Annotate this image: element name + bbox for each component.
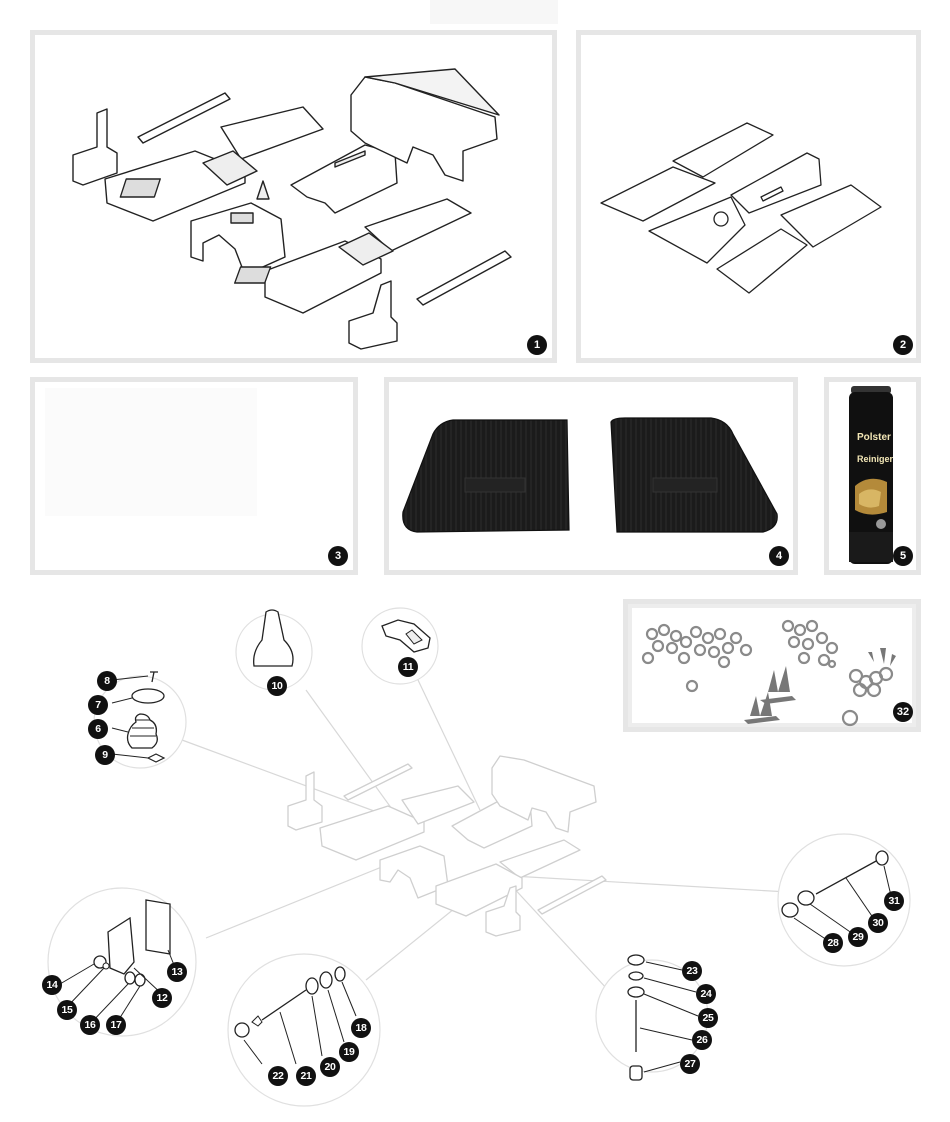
left-mat (402, 419, 570, 533)
callout-17: 17 (106, 1015, 126, 1035)
can-label-line2: Reiniger (857, 454, 894, 464)
callout-22: 22 (268, 1066, 288, 1086)
panel-number-badge: 1 (527, 335, 547, 355)
detail-circle-gear-boot (235, 609, 313, 691)
panel-4-rubber-mats[interactable]: 4 (384, 377, 798, 575)
panel-3-placeholder[interactable]: 3 (30, 377, 358, 575)
callout-26: 26 (692, 1030, 712, 1050)
right-mat (610, 417, 778, 533)
can-label-line1: Polster (857, 432, 891, 443)
callout-20: 20 (320, 1057, 340, 1077)
callout-23: 23 (682, 961, 702, 981)
detail-circle-press-stud (595, 954, 709, 1081)
eyelets-illustration (641, 619, 896, 727)
top-tab (430, 0, 558, 24)
panel-number-badge: 3 (328, 546, 348, 566)
callout-27: 27 (680, 1054, 700, 1074)
carpet-set-illustration (72, 68, 512, 350)
underlay-illustration (600, 122, 882, 294)
photo-area (632, 608, 912, 723)
callout-30: 30 (868, 913, 888, 933)
panel-number-badge: 32 (893, 702, 913, 722)
rubber-mats-illustration (402, 417, 778, 533)
callout-16: 16 (80, 1015, 100, 1035)
callout-25: 25 (698, 1008, 718, 1028)
callout-12: 12 (152, 988, 172, 1008)
callout-21: 21 (296, 1066, 316, 1086)
callout-24: 24 (696, 984, 716, 1004)
panel-number-badge: 5 (893, 546, 913, 566)
callout-15: 15 (57, 1000, 77, 1020)
panel-number-badge: 2 (893, 335, 913, 355)
callout-13: 13 (167, 962, 187, 982)
panel-number-badge: 4 (769, 546, 789, 566)
empty-image-area (45, 388, 257, 516)
panel-2-underlay-set[interactable]: 2 (576, 30, 921, 363)
panel-5-upholstery-cleaner[interactable]: Polster Reiniger 5 (824, 377, 921, 575)
panel-32-eyelets-studs[interactable]: 32 (623, 599, 921, 732)
callout-6: 6 (88, 719, 108, 739)
callout-8: 8 (97, 671, 117, 691)
detail-circle-cover (361, 607, 439, 685)
spray-can-illustration (849, 386, 893, 564)
callout-9: 9 (95, 745, 115, 765)
callout-14: 14 (42, 975, 62, 995)
callout-29: 29 (848, 927, 868, 947)
detail-circle-stud-assembly (227, 953, 381, 1107)
callout-18: 18 (351, 1018, 371, 1038)
callout-31: 31 (884, 891, 904, 911)
detail-circle-pin-assembly (777, 833, 911, 967)
detail-circle-gaiter (93, 671, 187, 769)
callout-19: 19 (339, 1042, 359, 1062)
callout-10: 10 (267, 676, 287, 696)
callout-11: 11 (398, 657, 418, 677)
callout-7: 7 (88, 695, 108, 715)
callout-28: 28 (823, 933, 843, 953)
panel-1-carpet-set[interactable]: 1 (30, 30, 557, 363)
